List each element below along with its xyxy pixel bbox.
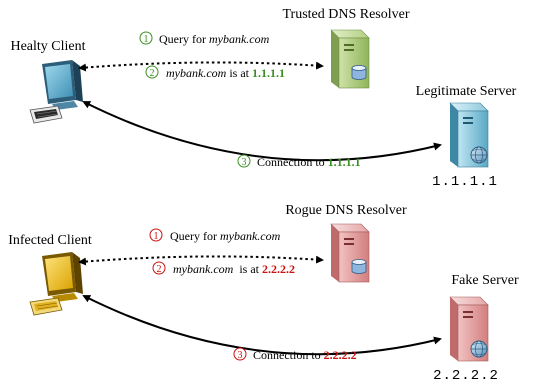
top-step3-number: 3 <box>242 157 247 168</box>
bottom-step2-caption: mybank.com is at 2.2.2.2 <box>173 262 295 276</box>
bottom-server-label: Fake Server <box>451 273 519 288</box>
top-server-ip-caption: 1.1.1.1 <box>432 174 498 190</box>
top-step3-badge <box>237 154 251 168</box>
bottom-server-ip-caption: 2.2.2.2 <box>433 368 499 383</box>
bottom-dns-query-arrow <box>78 255 324 266</box>
bottom-step2-text: is at <box>233 262 262 276</box>
top-step1-number: 1 <box>144 34 149 45</box>
top-step2-ip: 1.1.1.1 <box>252 66 285 80</box>
bottom-step1-number: 1 <box>154 231 159 242</box>
fake-server-icon <box>449 296 489 362</box>
bottom-step3-badge <box>233 347 247 361</box>
bottom-step1-badge <box>149 228 163 242</box>
top-step1-caption: Query for mybank.com <box>159 32 270 46</box>
top-client-computer-icon <box>29 60 83 124</box>
top-step2-caption: mybank.com is at 1.1.1.1 <box>166 66 285 80</box>
top-step1-text: Query for <box>159 32 209 46</box>
bottom-step2-ip: 2.2.2.2 <box>262 262 295 276</box>
bottom-step3-number: 3 <box>238 350 243 361</box>
bottom-step1-text: Query for <box>170 229 220 243</box>
top-step3-text: Connection to <box>257 155 328 169</box>
bottom-resolver-label: Rogue DNS Resolver <box>285 203 407 218</box>
bottom-step2-number: 2 <box>157 264 162 275</box>
trusted-dns-server-icon <box>330 29 370 89</box>
bottom-step3-text: Connection to <box>253 348 324 362</box>
legitimate-server-icon <box>449 102 489 168</box>
top-dns-query-arrow <box>78 61 324 72</box>
top-step2-badge <box>145 65 159 79</box>
top-step1-domain: mybank.com <box>209 32 270 46</box>
bottom-client-computer-icon <box>29 252 83 316</box>
bottom-step2-badge <box>152 261 166 275</box>
bottom-connection-arrow <box>82 295 442 356</box>
top-client-label: Healty Client <box>10 39 85 54</box>
rogue-dns-server-icon <box>330 223 370 283</box>
bottom-step3-caption: Connection to 2.2.2.2 <box>253 348 357 362</box>
top-server-label: Legitimate Server <box>416 84 517 99</box>
top-step2-number: 2 <box>150 68 155 79</box>
top-connection-arrow <box>82 101 442 162</box>
top-resolver-label: Trusted DNS Resolver <box>282 7 409 22</box>
bottom-client-label: Infected Client <box>8 233 92 248</box>
bottom-step3-ip: 2.2.2.2 <box>324 348 357 362</box>
top-step3-ip: 1.1.1.1 <box>328 155 361 169</box>
top-step2-text: is at <box>226 66 252 80</box>
top-step3-caption: Connection to 1.1.1.1 <box>257 155 361 169</box>
bottom-step2-domain: mybank.com <box>173 262 234 276</box>
bottom-step1-domain: mybank.com <box>220 229 281 243</box>
bottom-step1-caption: Query for mybank.com <box>170 229 281 243</box>
top-step2-domain: mybank.com <box>166 66 227 80</box>
top-step1-badge <box>139 31 153 45</box>
